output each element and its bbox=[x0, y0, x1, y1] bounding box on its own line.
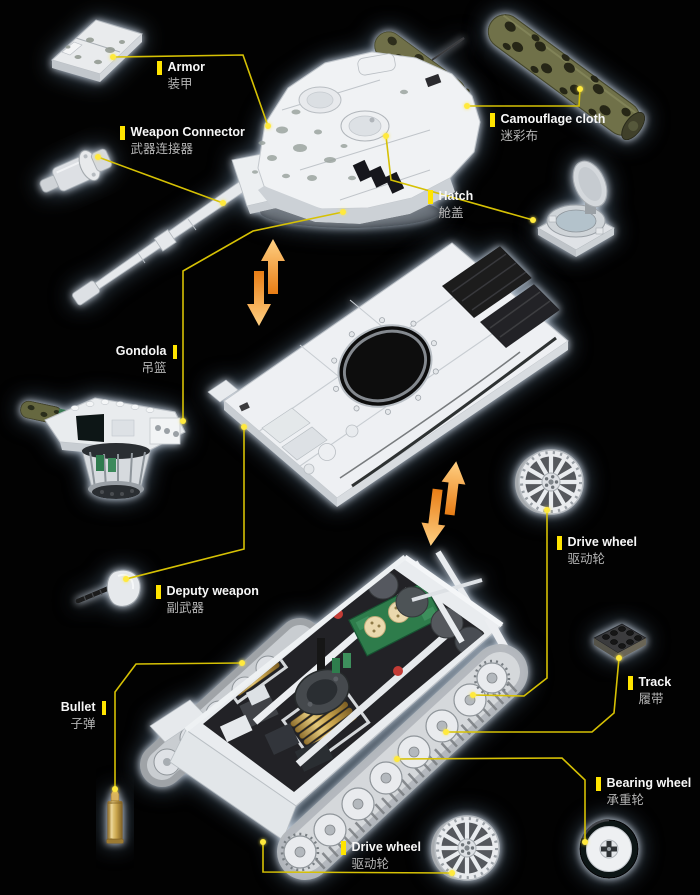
drive-wheel-upper-piece-illustration bbox=[515, 450, 583, 514]
label-bullet: Bullet 子弹 bbox=[61, 700, 106, 731]
label-marker bbox=[490, 113, 495, 127]
label-gondola: Gondola 吊篮 bbox=[116, 344, 177, 375]
label-camouflage-cloth-en: Camouflage cloth bbox=[500, 112, 606, 126]
label-weapon-connector-en: Weapon Connector bbox=[130, 125, 245, 139]
callout-armor bbox=[112, 54, 269, 127]
label-drive-wheel-lower-zh: 驱动轮 bbox=[351, 857, 390, 871]
label-marker bbox=[120, 126, 125, 140]
label-armor-en: Armor bbox=[167, 60, 206, 74]
hatch-piece-illustration bbox=[536, 160, 616, 257]
label-bearing-wheel: Bearing wheel 承重轮 bbox=[596, 776, 691, 807]
bullet-piece-illustration bbox=[106, 789, 124, 844]
label-deputy-weapon: Deputy weapon 副武器 bbox=[156, 584, 259, 615]
label-track-zh: 履带 bbox=[638, 692, 664, 706]
label-camouflage-cloth-zh: 迷彩布 bbox=[500, 129, 539, 143]
lower-hull-illustration bbox=[140, 550, 528, 880]
label-hatch-en: Hatch bbox=[438, 189, 474, 203]
label-armor-zh: 装甲 bbox=[167, 77, 193, 91]
label-gondola-zh: 吊篮 bbox=[141, 361, 167, 375]
label-marker bbox=[428, 190, 433, 204]
callout-drive-wheel-upper bbox=[472, 510, 548, 697]
label-marker bbox=[341, 841, 346, 855]
camouflage-cloth-piece-illustration bbox=[487, 14, 646, 141]
turret-illustration bbox=[72, 31, 481, 306]
label-drive-wheel-lower-en: Drive wheel bbox=[351, 840, 421, 854]
drive-wheel-lower-piece-illustration bbox=[431, 816, 499, 880]
label-armor: Armor 装甲 bbox=[157, 60, 205, 91]
label-bullet-en: Bullet bbox=[60, 700, 96, 714]
hull-deck-illustration bbox=[207, 242, 569, 507]
bearing-wheel-piece-illustration bbox=[579, 818, 639, 879]
assembly-arrows-bottom bbox=[421, 461, 466, 546]
label-hatch: Hatch 舱盖 bbox=[428, 189, 473, 220]
label-deputy-weapon-zh: 副武器 bbox=[166, 601, 205, 615]
track-piece-illustration bbox=[592, 623, 648, 660]
label-drive-wheel-upper-zh: 驱动轮 bbox=[567, 552, 606, 566]
weapon-connector-piece-illustration bbox=[39, 148, 112, 193]
armor-piece-illustration bbox=[51, 19, 143, 82]
label-weapon-connector: Weapon Connector 武器连接器 bbox=[120, 125, 245, 156]
label-deputy-weapon-en: Deputy weapon bbox=[166, 584, 259, 598]
callout-hatch bbox=[385, 135, 534, 221]
callout-track bbox=[446, 657, 620, 733]
label-camouflage-cloth: Camouflage cloth 迷彩布 bbox=[490, 112, 605, 143]
callout-bearing-wheel bbox=[396, 757, 586, 842]
label-drive-wheel-lower: Drive wheel 驱动轮 bbox=[341, 840, 421, 871]
arrow-down-icon bbox=[421, 488, 446, 546]
label-track-en: Track bbox=[638, 675, 672, 689]
label-hatch-zh: 舱盖 bbox=[438, 206, 464, 220]
callout-dots bbox=[95, 54, 622, 876]
label-drive-wheel-upper: Drive wheel 驱动轮 bbox=[557, 535, 637, 566]
label-weapon-connector-zh: 武器连接器 bbox=[130, 142, 194, 156]
label-bearing-wheel-zh: 承重轮 bbox=[606, 793, 645, 807]
label-marker bbox=[596, 777, 601, 791]
label-gondola-en: Gondola bbox=[115, 344, 167, 358]
callout-deputy-weapon bbox=[125, 427, 245, 580]
label-bearing-wheel-en: Bearing wheel bbox=[606, 776, 692, 790]
gondola-piece-illustration bbox=[20, 397, 186, 499]
label-marker bbox=[172, 345, 177, 359]
label-bullet-zh: 子弹 bbox=[70, 717, 96, 731]
label-track: Track 履带 bbox=[628, 675, 671, 706]
deputy-weapon-piece-illustration bbox=[75, 569, 141, 607]
label-marker bbox=[156, 585, 161, 599]
arrow-down-icon bbox=[247, 271, 271, 326]
label-marker bbox=[557, 536, 562, 550]
callout-bullet bbox=[114, 662, 243, 789]
label-drive-wheel-upper-en: Drive wheel bbox=[567, 535, 637, 549]
callout-weapon-connector bbox=[97, 156, 224, 204]
label-marker bbox=[157, 61, 162, 75]
assembly-arrows-top bbox=[247, 239, 285, 326]
callout-gondola bbox=[182, 211, 344, 421]
arrow-up-icon bbox=[441, 461, 466, 516]
callout-drive-wheel-lower bbox=[262, 842, 453, 874]
label-marker bbox=[628, 676, 633, 690]
label-marker bbox=[101, 701, 106, 715]
callout-camouflage-cloth bbox=[467, 88, 581, 107]
arrow-up-icon bbox=[261, 239, 285, 294]
callout-lines bbox=[97, 54, 620, 874]
